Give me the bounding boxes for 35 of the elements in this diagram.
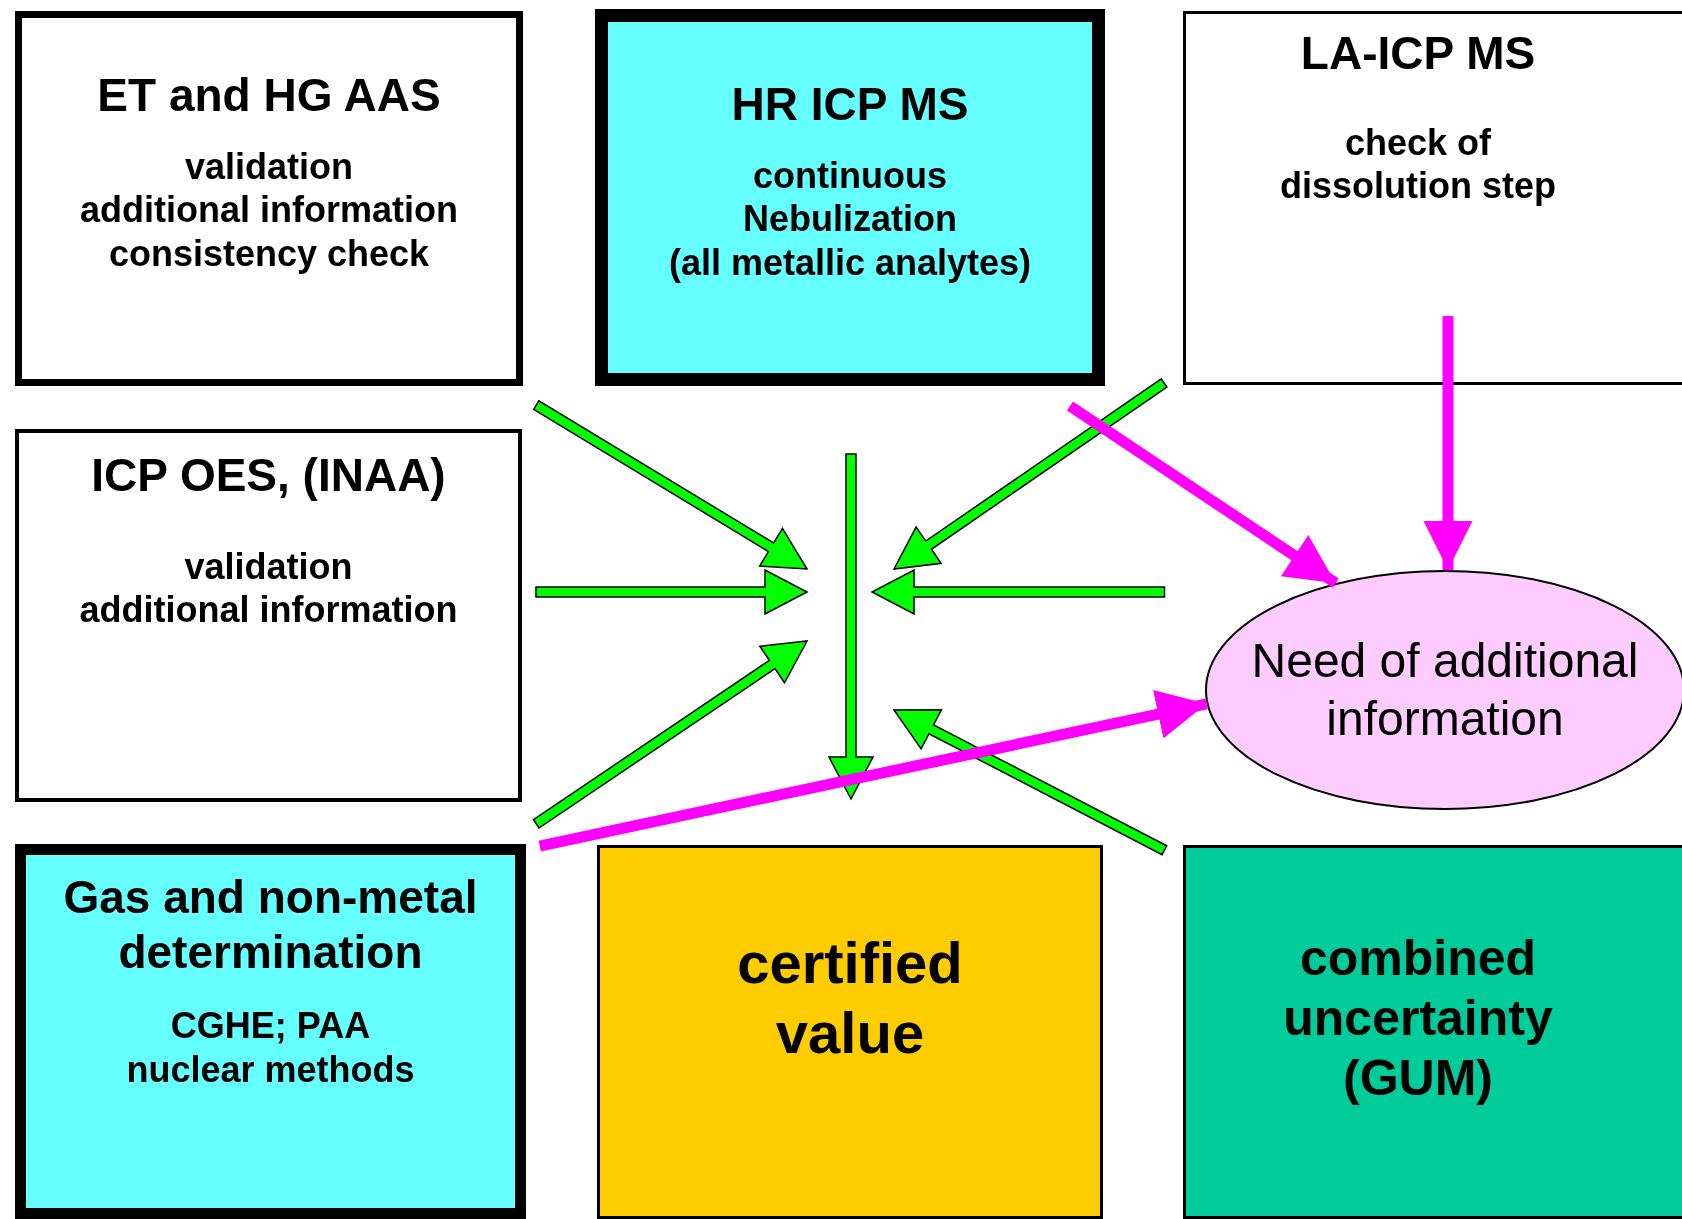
result-box <box>597 845 1103 1219</box>
arrow <box>1066 401 1339 588</box>
box-text: CGHE; PAA <box>170 1004 371 1048</box>
arrow <box>870 568 1166 616</box>
arrow <box>538 689 1208 852</box>
box-text: check of dissolution step <box>1279 121 1557 208</box>
arrow <box>892 709 1168 856</box>
arrow <box>892 377 1168 570</box>
method-box <box>15 844 526 1219</box>
arrow <box>827 453 875 801</box>
arrow <box>532 399 809 570</box>
box-text: validation <box>184 545 353 589</box>
box-text: additional information <box>80 188 458 232</box>
box-heading: ICP OES, (INAA) <box>91 448 446 503</box>
method-box <box>595 9 1105 386</box>
box-text: (all metallic analytes) <box>668 240 1032 284</box>
box-heading: HR ICP MS <box>731 77 969 132</box>
method-box <box>15 429 522 802</box>
method-box <box>1183 11 1682 385</box>
box-text: additional information <box>79 588 458 632</box>
arrow <box>1423 316 1473 570</box>
box-text: continuous Nebulization <box>742 154 958 241</box>
box-heading: Need of additional information <box>1250 633 1640 747</box>
box-heading: ET and HG AAS <box>97 68 441 123</box>
box-text: nuclear methods <box>126 1047 415 1091</box>
method-box <box>15 11 523 386</box>
box-heading: Gas and non-metal determination <box>62 870 479 981</box>
box-text: validation <box>185 145 353 189</box>
result-box <box>1183 845 1682 1219</box>
arrow <box>535 568 809 616</box>
arrow <box>532 640 809 830</box>
box-heading: LA-ICP MS <box>1300 26 1536 81</box>
box-heading: certified value <box>736 929 964 1067</box>
box-heading: combined uncertainty (GUM) <box>1282 929 1554 1108</box>
box-text: consistency check <box>108 231 430 275</box>
